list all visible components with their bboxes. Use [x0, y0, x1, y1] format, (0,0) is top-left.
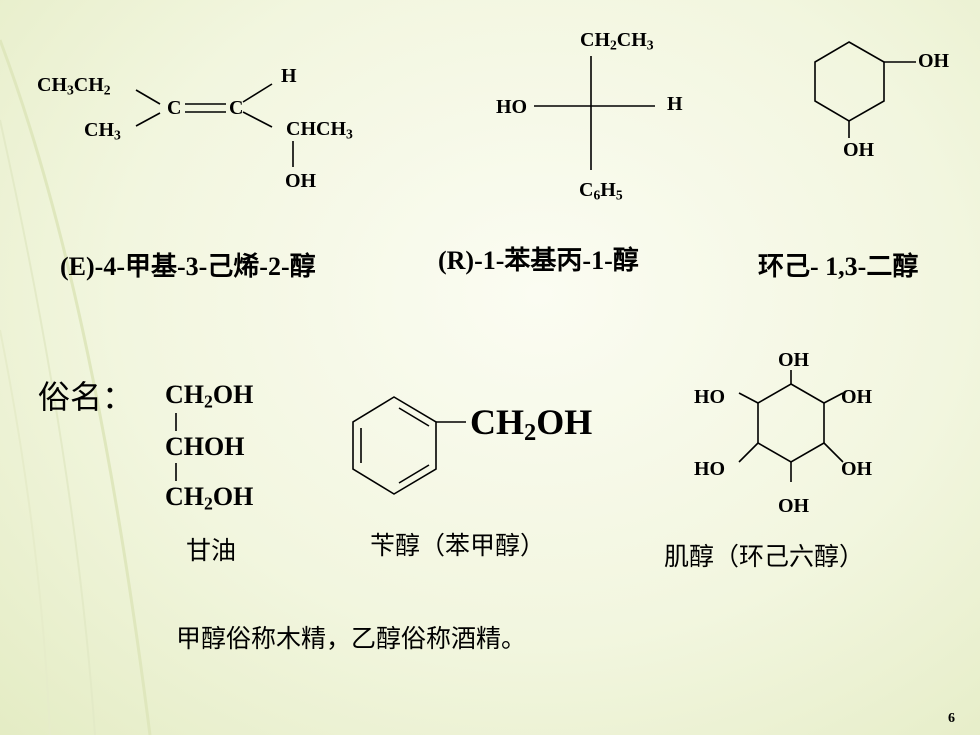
s1-carbon-1: C	[167, 97, 182, 119]
benzyl-name: 苄醇（苯甲醇）	[370, 531, 546, 560]
s2-hydroxyl: HO	[496, 96, 528, 118]
s2-top-group: CH2CH3	[580, 29, 654, 53]
s3-hydroxyl-bottom: OH	[843, 139, 875, 161]
inositol-ho-lower-left: HO	[694, 458, 726, 480]
decorative-swoosh	[0, 39, 152, 735]
s1-hydrogen: H	[281, 65, 297, 87]
s3-name: 环己- 1,3-二醇	[758, 252, 919, 281]
glycerol-line-1: CH2OH	[165, 380, 254, 412]
inositol-oh-lower-right: OH	[841, 458, 873, 480]
s1-name: (E)-4-甲基-3-己烯-2-醇	[60, 252, 316, 281]
s1-carbon-2: C	[229, 97, 244, 119]
s2-bottom-group: C6H5	[579, 179, 623, 203]
inositol-name: 肌醇（环己六醇）	[664, 542, 865, 571]
s1-hydroxyl: OH	[285, 170, 317, 192]
inositol-oh-top: OH	[778, 349, 810, 371]
s1-ch3-group: CH3	[84, 119, 121, 143]
glycerol-name: 甘油	[186, 536, 237, 565]
s1-chch3-group: CHCH3	[286, 118, 353, 142]
s2-hydrogen: H	[667, 93, 683, 115]
footnote: 甲醇俗称木精，乙醇俗称酒精。	[176, 624, 527, 653]
inositol-oh-upper-right: OH	[841, 386, 873, 408]
common-names-label: 俗名：	[38, 378, 135, 416]
inositol-ho-upper-left: HO	[694, 386, 726, 408]
s1-ch3ch2-group: CH3CH2	[37, 74, 111, 98]
s2-name: (R)-1-苯基丙-1-醇	[438, 246, 639, 275]
glycerol-line-3: CH2OH	[165, 482, 254, 514]
s3-hydroxyl-top: OH	[918, 50, 950, 72]
page-number: 6	[948, 711, 955, 726]
glycerol-line-2: CHOH	[165, 432, 245, 461]
benzyl-formula: CH2OH	[470, 402, 593, 447]
inositol-oh-bottom: OH	[778, 495, 810, 517]
